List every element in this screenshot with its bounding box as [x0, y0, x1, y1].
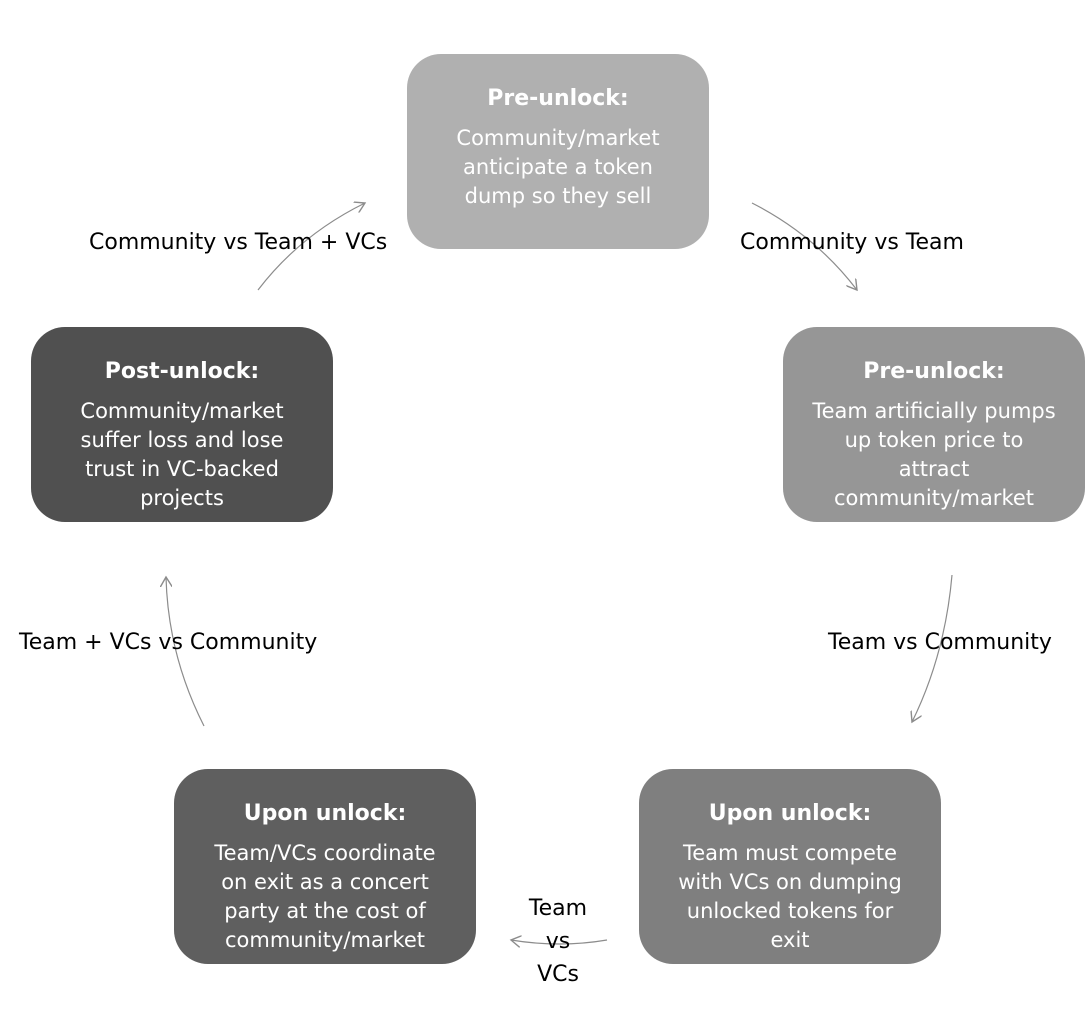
node-text: Team/VCs coordinate on exit as a concert… — [188, 839, 462, 955]
node-upon-unlock-coordinate: Upon unlock: Team/VCs coordinate on exit… — [174, 769, 476, 964]
node-text-line: unlocked tokens for — [686, 899, 894, 923]
node-post-unlock: Post-unlock: Community/market suffer los… — [31, 327, 333, 522]
edge-label-line: vs — [545, 929, 571, 954]
node-title: Pre-unlock: — [487, 86, 629, 111]
node-text-line: Community/market — [456, 126, 660, 150]
node-text-line: trust in VC-backed — [85, 457, 279, 481]
node-upon-unlock-compete: Upon unlock: Team must compete with VCs … — [639, 769, 941, 964]
node-pre-unlock-community: Pre-unlock: Community/market anticipate … — [407, 54, 709, 249]
edge-label-team-vs-community: Team vs Community — [828, 630, 1052, 655]
arrow-bottom-right-to-bottom-left — [511, 940, 608, 944]
edge-label-line: Team — [528, 896, 588, 921]
node-title: Pre-unlock: — [863, 359, 1005, 384]
node-text-line: suffer loss and lose — [80, 428, 284, 452]
node-text-line: dump so they sell — [464, 184, 652, 208]
node-title: Upon unlock: — [243, 801, 407, 826]
node-title: Upon unlock: — [708, 801, 872, 826]
node-text-line: community/market — [833, 486, 1035, 510]
edge-label-community-vs-team: Community vs Team — [740, 230, 964, 255]
node-title: Post-unlock: — [104, 359, 260, 384]
arrow-right-to-bottom-right — [912, 574, 953, 722]
node-text-line: projects — [140, 486, 224, 510]
arrow-bottom-left-to-left — [166, 577, 205, 727]
edge-label-line: VCs — [537, 962, 579, 987]
node-text-line: anticipate a token — [463, 155, 653, 179]
node-text-line: up token price to — [844, 428, 1024, 452]
node-pre-unlock-team: Pre-unlock: Team artificially pumps up t… — [783, 327, 1085, 522]
edge-label-team-vs-vcs: Team vs VCs — [520, 892, 596, 991]
node-text-line: Team must compete — [682, 841, 898, 865]
arrow-left-to-top — [257, 203, 365, 291]
edge-label-community-vs-team-vcs: Community vs Team + VCs — [89, 230, 388, 255]
node-text-line: on exit as a concert — [221, 870, 429, 894]
node-text-line: community/market — [224, 928, 426, 952]
node-text-line: with VCs on dumping — [678, 870, 902, 894]
node-text: Team must compete with VCs on dumping un… — [653, 839, 927, 955]
node-text-line: Team/VCs coordinate — [214, 841, 436, 865]
node-text-line: party at the cost of — [224, 899, 426, 923]
arrow-top-to-right — [751, 202, 857, 290]
node-text-line: Team artificially pumps — [812, 399, 1056, 423]
node-text: Community/market suffer loss and lose tr… — [45, 397, 319, 513]
node-text-line: attract — [898, 457, 970, 481]
node-text: Team artificially pumps up token price t… — [797, 397, 1071, 513]
edge-label-team-vcs-vs-community: Team + VCs vs Community — [19, 630, 318, 655]
node-text-line: Community/market — [80, 399, 284, 423]
node-text: Community/market anticipate a token dump… — [421, 124, 695, 211]
node-text-line: exit — [770, 928, 810, 952]
